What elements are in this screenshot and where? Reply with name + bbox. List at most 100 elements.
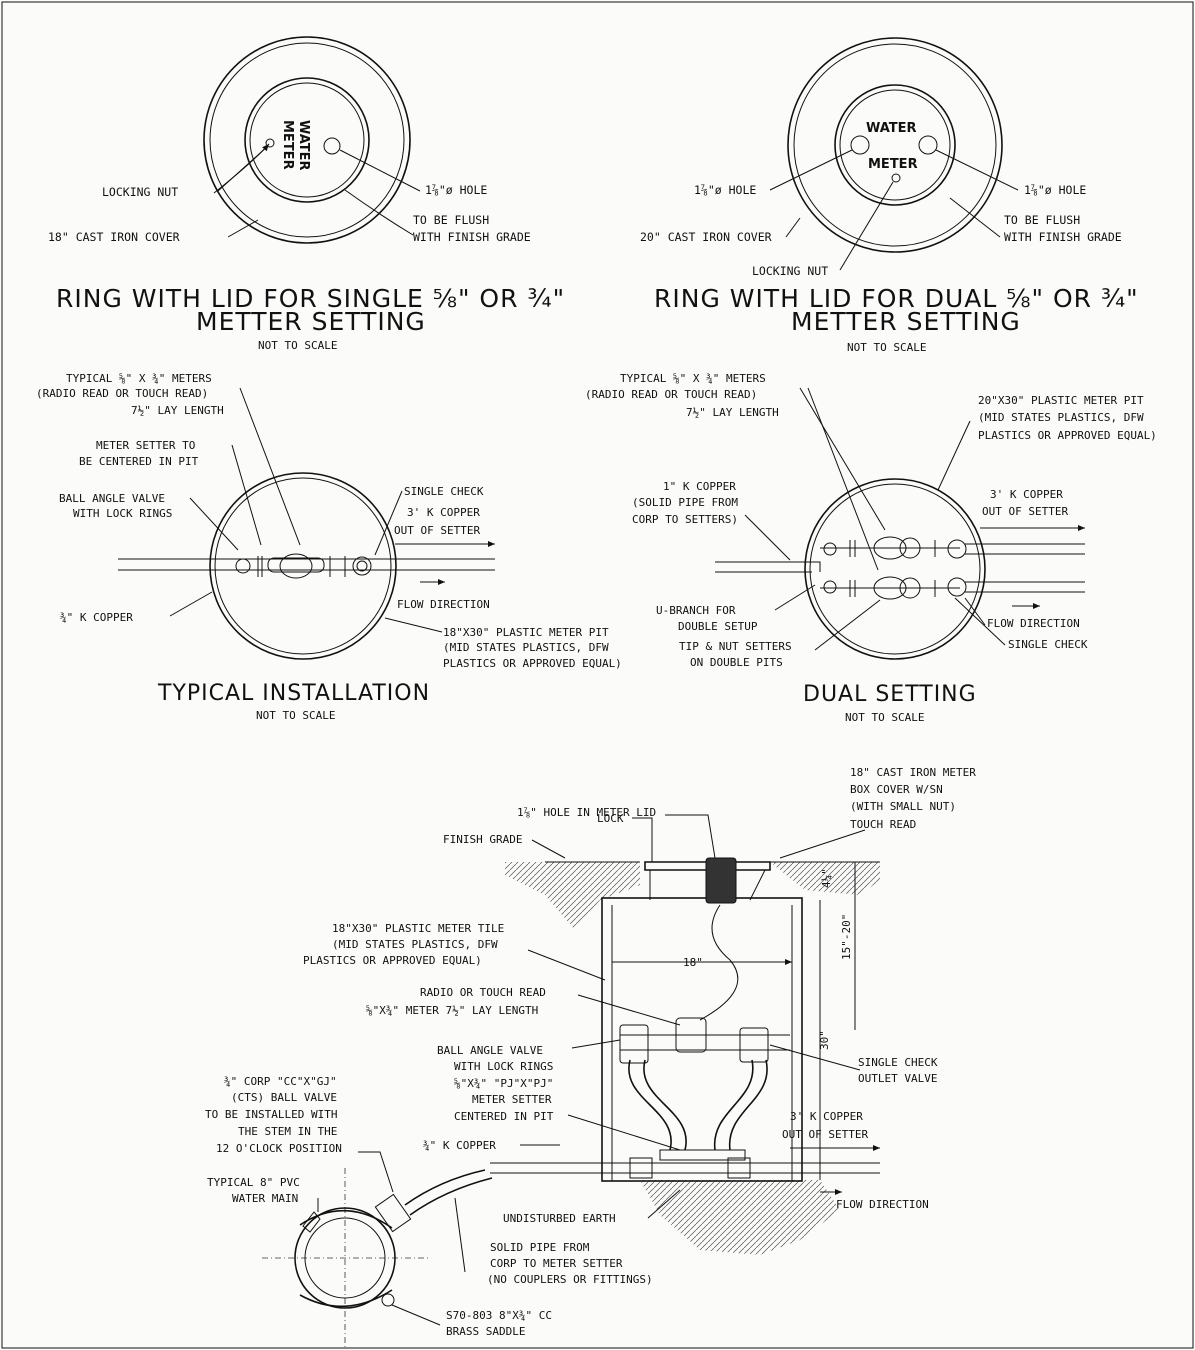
dual-ubranch-label-1: U-BRANCH FOR bbox=[656, 604, 736, 617]
typical-single-check-icon bbox=[352, 556, 372, 576]
corp-valve-label-1: ¾" CORP "CC"X"GJ" bbox=[224, 1075, 337, 1088]
section-tile-label-1: 18"X30" PLASTIC METER TILE bbox=[332, 922, 504, 935]
typical-pit-label-2: (MID STATES PLASTICS, DFW bbox=[443, 641, 609, 654]
pvc-water-main-outer bbox=[294, 1207, 396, 1309]
dim-top-label: 4¼" bbox=[820, 868, 833, 888]
section-earth-label: UNDISTURBED EARTH bbox=[503, 1212, 616, 1225]
dual-locking-nut-label: LOCKING NUT bbox=[752, 264, 828, 278]
dual-outlet-pipe-top bbox=[965, 543, 1085, 555]
section-hole-label: 1⅞" HOLE IN METER LID bbox=[517, 806, 656, 819]
single-flush-label-1: TO BE FLUSH bbox=[413, 213, 489, 227]
earth-hatch-right bbox=[770, 862, 880, 895]
typical-single-check-label: SINGLE CHECK bbox=[404, 485, 484, 498]
dual-flush-label-2: WITH FINISH GRADE bbox=[1004, 230, 1122, 244]
dual-flush-label-1: TO BE FLUSH bbox=[1004, 213, 1080, 227]
single-hole-label: 1⅞"ø HOLE bbox=[425, 183, 487, 197]
section-ball-label-1: BALL ANGLE VALVE bbox=[437, 1044, 543, 1057]
corp-ball-valve-icon bbox=[374, 1193, 412, 1233]
single-lid-title-2: METTER SETTING bbox=[196, 307, 426, 336]
typical-ball-valve-icon bbox=[235, 558, 251, 574]
touch-read-pad bbox=[705, 857, 737, 904]
section-check-label-1: SINGLE CHECK bbox=[858, 1056, 938, 1069]
typical-meter-body bbox=[267, 557, 325, 573]
section-setter-label-1: ⅝"X¾" "PJ"X"PJ" bbox=[454, 1077, 553, 1090]
dual-outlet-pipe-bottom bbox=[965, 581, 1085, 593]
corp-valve-label-2: (CTS) BALL VALVE bbox=[231, 1091, 337, 1104]
dual-lid-text-water: WATER bbox=[866, 121, 917, 136]
dual-tip-label-2: ON DOUBLE PITS bbox=[690, 656, 783, 669]
dual-meters-label-2: (RADIO READ OR TOUCH READ) bbox=[585, 388, 757, 401]
dual-setting-title: DUAL SETTING bbox=[803, 682, 977, 707]
corp-pipe-label-3: (NO COUPLERS OR FITTINGS) bbox=[487, 1273, 653, 1286]
dual-valve-bottom-icon bbox=[823, 580, 837, 594]
dual-ubranch-label-2: DOUBLE SETUP bbox=[678, 620, 758, 633]
dual-valve-top-icon bbox=[823, 542, 837, 556]
section-ball-valve bbox=[619, 1024, 649, 1064]
typical-installation-title: TYPICAL INSTALLATION bbox=[157, 681, 430, 706]
dual-setting-nts: NOT TO SCALE bbox=[845, 711, 924, 724]
dual-pit-label-3: PLASTICS OR APPROVED EQUAL) bbox=[978, 429, 1157, 442]
section-tile-label-2: (MID STATES PLASTICS, DFW bbox=[332, 938, 498, 951]
main-centerlines bbox=[262, 1168, 430, 1348]
dual-pit-label-2: (MID STATES PLASTICS, DFW bbox=[978, 411, 1144, 424]
dual-meter-bottom bbox=[873, 576, 907, 600]
single-lid-hole bbox=[323, 137, 341, 155]
section-copper-in-label: ¾" K COPPER bbox=[423, 1139, 496, 1152]
touch-read-wire bbox=[699, 904, 739, 1021]
corp-valve-label-3: TO BE INSTALLED WITH bbox=[205, 1108, 337, 1121]
typical-copper-out-label-2: OUT OF SETTER bbox=[394, 524, 480, 537]
dual-check-bottom-icon bbox=[947, 577, 967, 597]
section-dim-lines bbox=[819, 862, 856, 1180]
single-locking-nut-icon bbox=[265, 138, 275, 148]
section-cover-label-2: BOX COVER W/SN bbox=[850, 783, 943, 796]
section-cover-label-3: (WITH SMALL NUT) bbox=[850, 800, 956, 813]
single-lid-nts: NOT TO SCALE bbox=[258, 339, 337, 352]
section-radio-label-2: ⅝"X¾" METER 7½" LAY LENGTH bbox=[366, 1004, 538, 1017]
section-setter-label-2: METER SETTER bbox=[472, 1093, 552, 1106]
dual-cover-label: 20" CAST IRON COVER bbox=[640, 230, 772, 244]
plastic-meter-tile bbox=[601, 897, 803, 1182]
section-flow-label: FLOW DIRECTION bbox=[836, 1198, 929, 1211]
typical-installation-detail: TYPICAL ⅝" X ¾" METERS (RADIO READ OR TO… bbox=[36, 372, 622, 722]
meter-pit-section-detail: 4¼" 15"-20" 30" 18" 1⅞" HOLE IN METER LI… bbox=[303, 766, 976, 1255]
single-flush-label-2: WITH FINISH GRADE bbox=[413, 230, 531, 244]
typical-meters-label-2: (RADIO READ OR TOUCH READ) bbox=[36, 387, 208, 400]
dual-copper-out-label-2: OUT OF SETTER bbox=[982, 505, 1068, 518]
typical-setter-label-1: METER SETTER TO bbox=[96, 439, 195, 452]
corp-solid-pipe bbox=[404, 1169, 493, 1216]
section-radio-label-1: RADIO OR TOUCH READ bbox=[420, 986, 546, 999]
dual-copper-out-label-1: 3' K COPPER bbox=[990, 488, 1063, 501]
setter-left-riser bbox=[628, 1059, 687, 1151]
dual-copper-label-3: CORP TO SETTERS) bbox=[632, 513, 738, 526]
dual-locking-nut-icon bbox=[891, 173, 901, 183]
typical-pit-label-1: 18"X30" PLASTIC METER PIT bbox=[443, 626, 609, 639]
typical-ball-label-2: WITH LOCK RINGS bbox=[73, 507, 172, 520]
section-finish-grade-label: FINISH GRADE bbox=[443, 833, 522, 846]
section-tile-label-3: PLASTICS OR APPROVED EQUAL) bbox=[303, 954, 482, 967]
typical-meters-label-3: 7½" LAY LENGTH bbox=[131, 404, 224, 417]
section-service-line bbox=[490, 1162, 880, 1174]
corp-pipe-label-2: CORP TO METER SETTER bbox=[490, 1257, 623, 1270]
corp-pipe-label-1: SOLID PIPE FROM bbox=[490, 1241, 590, 1254]
section-lock-label: LOCK bbox=[597, 812, 624, 825]
typical-pit-label-3: PLASTICS OR APPROVED EQUAL) bbox=[443, 657, 622, 670]
section-setter-label-3: CENTERED IN PIT bbox=[454, 1110, 554, 1123]
dual-copper-label-2: (SOLID PIPE FROM bbox=[632, 496, 738, 509]
dual-single-check-label: SINGLE CHECK bbox=[1008, 638, 1088, 651]
dual-lid-hole-right bbox=[918, 135, 938, 155]
dual-lid-title-2: METTER SETTING bbox=[791, 307, 1021, 336]
dual-lid-title-1: RING WITH LID FOR DUAL ⅝" OR ¾" bbox=[654, 284, 1139, 313]
dual-meter-top bbox=[873, 536, 907, 560]
section-single-check bbox=[739, 1027, 769, 1063]
section-ball-label-2: WITH LOCK RINGS bbox=[454, 1060, 553, 1073]
section-cover-label-1: 18" CAST IRON METER bbox=[850, 766, 976, 779]
water-main-label-1: TYPICAL 8" PVC bbox=[207, 1176, 300, 1189]
single-cover-label: 18" CAST IRON COVER bbox=[48, 230, 180, 244]
section-meter-body bbox=[675, 1017, 707, 1053]
dim-mid-label: 15"-20" bbox=[840, 914, 853, 960]
section-check-label-2: OUTLET VALVE bbox=[858, 1072, 937, 1085]
dual-lid-nts: NOT TO SCALE bbox=[847, 341, 926, 354]
single-cover-outer-ring bbox=[203, 36, 411, 244]
